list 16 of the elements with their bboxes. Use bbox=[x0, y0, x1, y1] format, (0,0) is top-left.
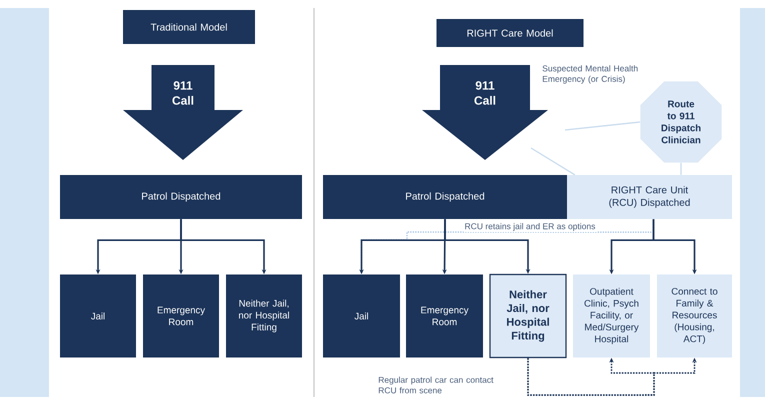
process-box: Neither Jail, nor Hospital Fitting bbox=[226, 274, 302, 358]
process-box: Emergency Room bbox=[406, 274, 483, 358]
process-box: Patrol Dispatched bbox=[60, 175, 302, 219]
process-box: Patrol Dispatched bbox=[323, 175, 567, 219]
heading-box: Traditional Model bbox=[123, 10, 255, 44]
process-box: Emergency Room bbox=[143, 274, 219, 358]
edge-label: Regular patrol car can contact RCU from scene bbox=[377, 376, 502, 394]
heading-box: RIGHT Care Model bbox=[436, 19, 584, 47]
edge-label: RCU retains jail and ER as options bbox=[464, 222, 596, 232]
process-box: Connect to Family & Resources (Housing, ACT) bbox=[657, 274, 732, 358]
process-box: RIGHT Care Unit (RCU) Dispatched bbox=[567, 175, 732, 219]
process-box: Neither Jail, nor Hospital Fitting bbox=[489, 274, 567, 358]
process-box: Jail bbox=[60, 274, 136, 358]
octagon: Route to 911 Dispatch Clinician bbox=[640, 81, 722, 163]
process-box: Outpatient Clinic, Psych Facility, or Med/Surgery Hospital bbox=[573, 274, 650, 358]
process-box: Jail bbox=[323, 274, 400, 358]
